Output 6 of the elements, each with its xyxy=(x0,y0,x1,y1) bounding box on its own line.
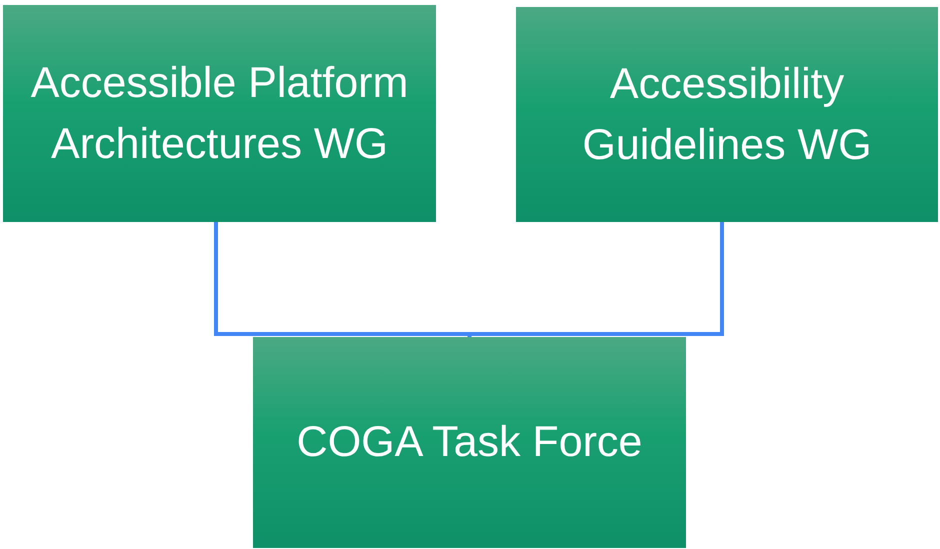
process-box xyxy=(516,7,938,222)
box-label: Accessibility Guidelines WG xyxy=(581,59,873,170)
box-label: Accessible Platform Architectures WG xyxy=(30,58,410,170)
box-label: COGA Task Force xyxy=(296,417,642,468)
process-box xyxy=(253,337,686,548)
process-box xyxy=(3,5,436,222)
